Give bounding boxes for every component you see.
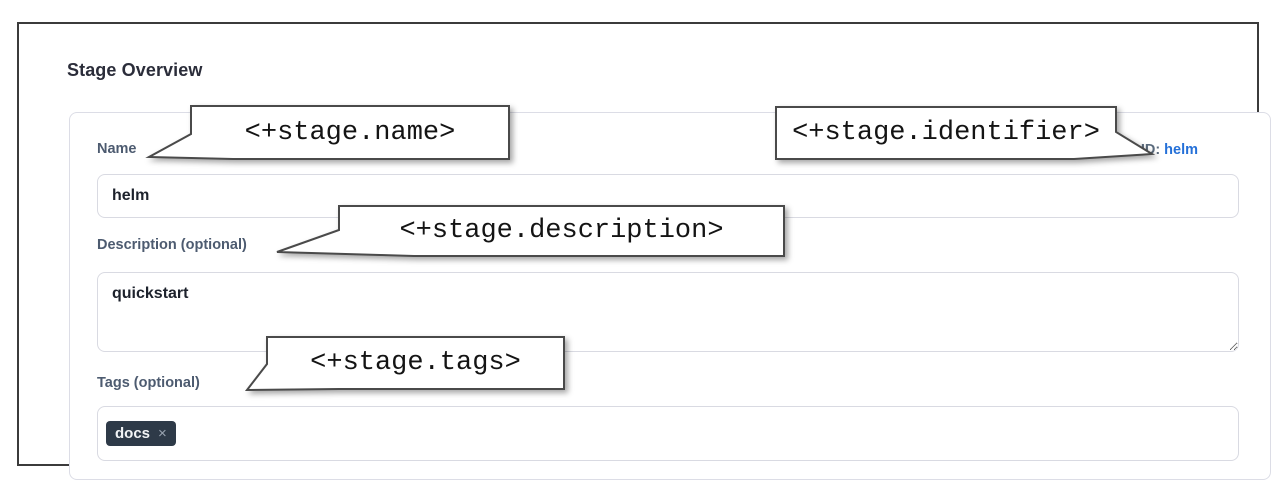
tags-annotation-callout-shape xyxy=(244,336,565,392)
name-annotation-callout-shape xyxy=(145,105,510,160)
description-label: Description (optional) xyxy=(97,237,247,253)
tags-annotation-text: <+stage.tags> xyxy=(310,348,521,378)
identifier-annotation-text: <+stage.identifier> xyxy=(792,118,1100,148)
identifier-annotation-callout-shape xyxy=(775,106,1156,160)
tags-label: Tags (optional) xyxy=(97,375,200,391)
description-annotation-callout-shape xyxy=(276,205,785,257)
tags-input[interactable]: docs × xyxy=(97,406,1239,461)
id-value-link[interactable]: helm xyxy=(1164,142,1198,158)
page-title: Stage Overview xyxy=(67,60,203,80)
name-label: Name xyxy=(97,141,137,157)
tag-remove-icon[interactable]: × xyxy=(158,425,167,442)
description-annotation-text: <+stage.description> xyxy=(399,216,724,246)
name-annotation-text: <+stage.name> xyxy=(244,117,456,148)
tag-chip[interactable]: docs × xyxy=(106,421,176,446)
tag-chip-label: docs xyxy=(115,425,151,442)
screenshot-frame: Stage Overview Name ID:helm Description … xyxy=(17,22,1271,480)
